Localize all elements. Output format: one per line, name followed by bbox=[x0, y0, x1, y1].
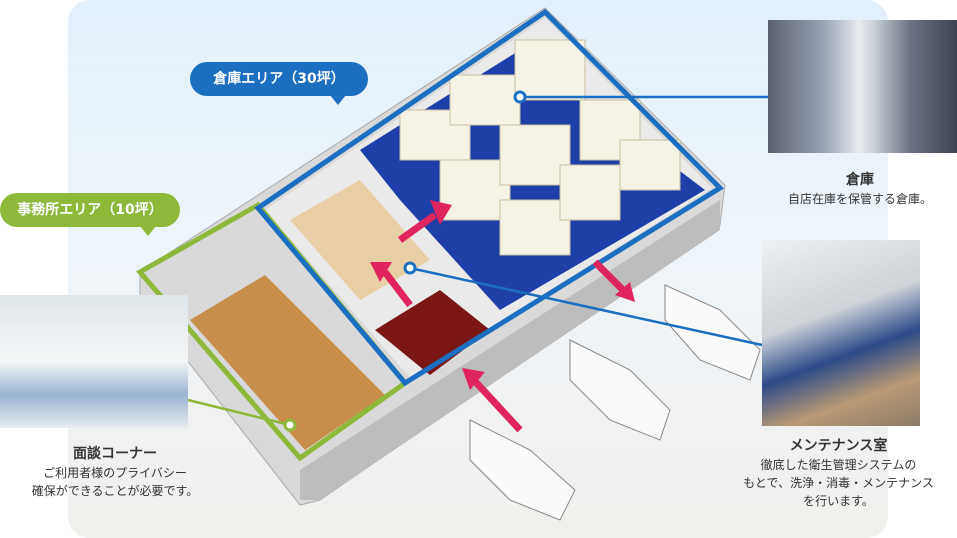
vans bbox=[469, 284, 761, 521]
shelves bbox=[399, 39, 681, 256]
warehouse-caption-desc: 自店在庫を保管する倉庫。 bbox=[787, 192, 932, 206]
maintenance-room-floor bbox=[375, 290, 490, 375]
maintenance-caption-title: メンテナンス室 bbox=[789, 438, 888, 454]
flow-arrows bbox=[370, 200, 635, 433]
interview-caption: 面談コーナー ご利用者様のプライバシー 確保ができることが必要です。 bbox=[0, 444, 230, 500]
building-wall-front bbox=[300, 200, 720, 500]
office-floor bbox=[190, 275, 385, 450]
maintenance-caption-line: を行います。 bbox=[803, 494, 874, 508]
warehouse-photo bbox=[768, 20, 957, 153]
interview-caption-title: 面談コーナー bbox=[73, 446, 157, 462]
maintenance-caption-line: 徹底した衛生管理システムの bbox=[760, 458, 917, 472]
maintenance-caption: メンテナンス室 徹底した衛生管理システムの もとで、洗浄・消毒・メンテナンス を… bbox=[720, 436, 957, 510]
maintenance-photo bbox=[762, 240, 920, 426]
warehouse-blue-border bbox=[254, 8, 724, 387]
interview-corner-photo bbox=[0, 295, 188, 428]
office-area-label: 事務所エリア（10坪） bbox=[0, 193, 180, 236]
interview-caption-line: ご利用者様のプライバシー bbox=[43, 466, 187, 480]
maintenance-callout-line bbox=[409, 266, 763, 347]
interview-caption-line: 確保ができることが必要です。 bbox=[31, 484, 199, 498]
warehouse-caption-title: 倉庫 bbox=[846, 172, 874, 188]
tile-room-floor bbox=[290, 180, 430, 300]
maintenance-caption-line: もとで、洗浄・消毒・メンテナンス bbox=[743, 476, 934, 490]
warehouse-caption: 倉庫 自店在庫を保管する倉庫。 bbox=[760, 170, 957, 208]
interview-callout-line bbox=[187, 398, 291, 427]
warehouse-area-label: 倉庫エリア（30坪） bbox=[190, 62, 368, 105]
